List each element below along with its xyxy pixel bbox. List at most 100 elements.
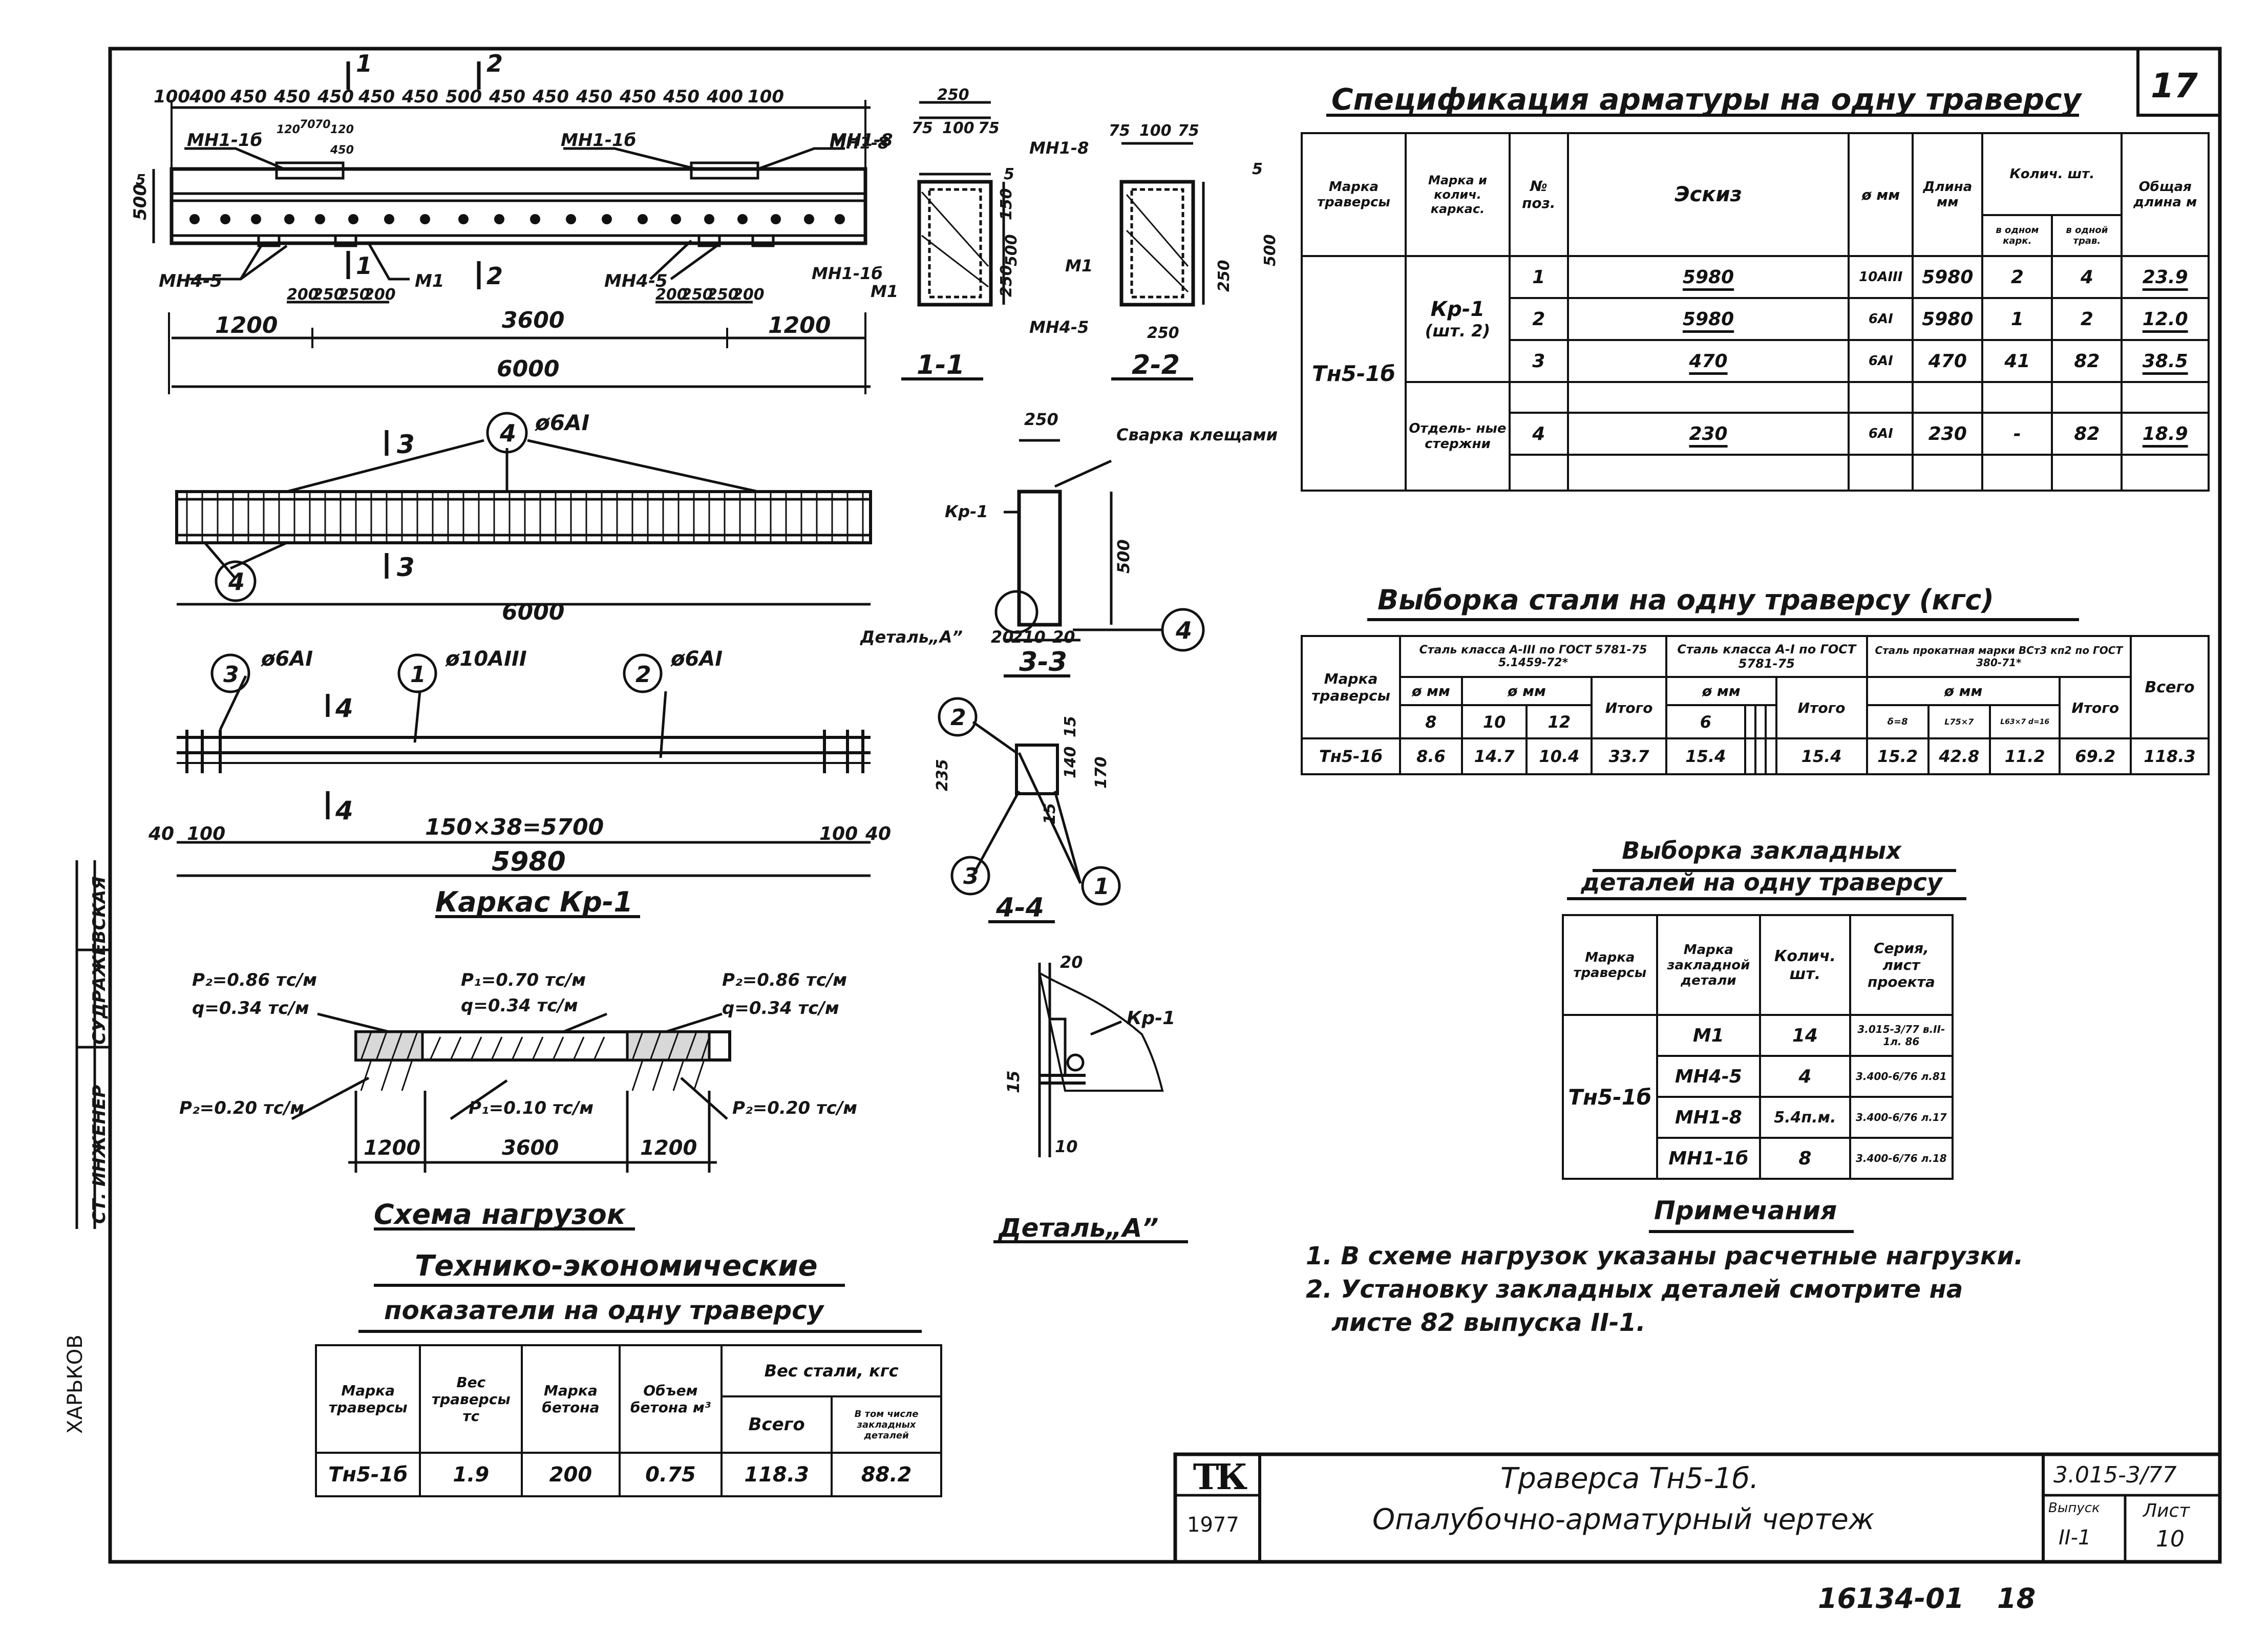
spec-header: Эскиз (1566, 132, 1850, 257)
spec-cell: 470 (1912, 339, 1984, 383)
dim-label: 5 (1252, 160, 1263, 178)
dim-label: 20 (1052, 627, 1075, 647)
dim-label: 20 (991, 627, 1014, 647)
bar-label: ø10АIII (445, 647, 527, 671)
dim-label: 1200 (215, 312, 278, 338)
embedded-cell: МН1-1б (1656, 1137, 1762, 1180)
spec-cell: 5980 (1912, 255, 1984, 299)
steel-header: Сталь прокатная марки ВСт3 кп2 по ГОСТ 3… (1866, 635, 2132, 678)
spec-cell: 1 (1981, 297, 2053, 341)
spec-cell: 82 (2051, 412, 2123, 456)
dim-label: 75 (912, 119, 933, 137)
steel-dia: 6 (1665, 704, 1746, 739)
embedded-cell: МН1-8 (1656, 1096, 1762, 1139)
load-title: Схема нагрузок (374, 1198, 626, 1231)
bar-marker: 3 (223, 662, 239, 688)
steel-header: Сталь класса А-I по ГОСТ 5781-75 (1665, 635, 1868, 678)
embedded-cell: 3.400-6/76 л.18 (1849, 1137, 1954, 1180)
spec-cell: 3 (1508, 339, 1569, 383)
embedded-header: Марка траверсы (1562, 914, 1658, 1016)
dim-label: 250 (998, 265, 1015, 297)
embedded-mark: Тн5-1б (1562, 1014, 1658, 1180)
spec-cell: 41 (1981, 339, 2053, 383)
steel-cell: 42.8 (1927, 737, 1991, 775)
spec-cell: 82 (2051, 339, 2123, 383)
steel-subheader: ø мм (1866, 676, 2061, 706)
dim-label: 210 (1011, 627, 1046, 647)
spec-mark: Тн5-1б (1301, 255, 1407, 492)
dim-label: 450 (489, 87, 525, 107)
spec-cell: 6АI (1848, 339, 1914, 383)
tech-title: Технико-экономические (415, 1249, 818, 1283)
notes-item: 1. В схеме нагрузок указаны расчетные на… (1306, 1242, 2024, 1270)
bar-label: ø6АI (535, 410, 589, 435)
embedded-cell: 5.4п.м. (1759, 1096, 1851, 1139)
dim-label: 3600 (502, 1136, 559, 1160)
callout-label: М1 (415, 271, 444, 291)
steel-header: Сталь класса А-III по ГОСТ 5781-75 5.145… (1398, 635, 1668, 678)
spec-cell: 1 (1508, 255, 1569, 299)
dim-label: 500 (130, 184, 151, 220)
embedded-cell: 14 (1759, 1014, 1851, 1057)
embedded-title: Выборка закладных деталей на одну травер… (1581, 837, 1942, 896)
dim-label: 400 (189, 87, 226, 107)
spec-cell: 4 (1508, 412, 1569, 456)
dim-label: 100 (942, 119, 974, 137)
dim-label: 100 (1139, 122, 1172, 140)
side-stamp-frame (75, 860, 112, 1229)
title-issue-label: Выпуск (2048, 1500, 2100, 1516)
callout-label: Деталь„А” (860, 627, 963, 647)
title-sheet: 10 (2156, 1526, 2185, 1552)
callout-label: МН1-1б (812, 264, 883, 283)
steel-cell: Тн5-1б (1301, 737, 1401, 775)
dim-label: 500 (1003, 234, 1021, 266)
dim-label: 450 (317, 87, 354, 107)
tech-header: Марка траверсы (314, 1344, 421, 1454)
dim-label: 100 (748, 87, 784, 107)
dim-label: 70 (315, 118, 331, 131)
dim-label: 15 (1062, 716, 1079, 737)
section-1-1-labels: МН1-8 МН1-1б М1 МН4-5 (812, 133, 1089, 337)
bar-label: ø6АI (670, 647, 723, 671)
tech-table: Марка траверсы Вес траверсы тс Марка бет… (314, 1344, 942, 1497)
load-hatch (360, 1031, 710, 1091)
detail-a (993, 963, 1188, 1243)
tech-cell: 88.2 (831, 1452, 942, 1497)
dim-label: 250 (1215, 260, 1233, 292)
embedded-cell: 8 (1759, 1137, 1851, 1180)
dim-label: 250 (338, 286, 370, 304)
dim-label: 15 (1004, 1070, 1023, 1093)
dim-label: 500 (1114, 539, 1133, 574)
section-mark-1: 1 (356, 50, 372, 77)
load-label: P₂=0.20 тс/м (732, 1098, 857, 1118)
section-mark-4: 4 (335, 693, 353, 723)
load-label: q=0.34 тс/м (461, 995, 578, 1016)
dim-label: 450 (358, 87, 395, 107)
spec-group: Кр-1 (1430, 298, 1485, 321)
spec-cell: 6АI (1848, 297, 1914, 341)
section-1-1-title: 1-1 (917, 350, 965, 380)
load-label: P₁=0.70 тс/м (461, 970, 586, 990)
sheet-frame (108, 47, 2222, 1564)
steel-header: Марка траверсы (1301, 635, 1401, 739)
dim-label: 40 (865, 823, 891, 844)
dim-label: 3600 (502, 307, 564, 333)
dim-label: 15 (1041, 803, 1059, 824)
section-2-2-labels: МН1-8 М1 (1029, 138, 1093, 275)
dim-label: 75 (1178, 122, 1199, 140)
elevation-callouts: МН1-1б МН1-1б МН1-8 МН4-5 М1 МН4-5 (159, 130, 893, 291)
steel-title: Выборка стали на одну траверсу (кгс) (1377, 584, 1994, 616)
spec-cell: 10АIII (1848, 255, 1914, 299)
spec-header: № поз. (1508, 132, 1569, 257)
steel-subheader: ø мм (1665, 676, 1777, 706)
tech-cell: 200 (521, 1452, 621, 1497)
embedded-header: Марка закладной детали (1656, 914, 1762, 1016)
dim-label: 250 (1024, 410, 1058, 429)
callout-label: Кр-1 (945, 502, 988, 521)
title-line-1: Траверса Тн5-1б. (1500, 1462, 1759, 1495)
tech-header: Марка бетона (521, 1344, 621, 1454)
spec-cell: 5980 (1912, 297, 1984, 341)
bar-marker: 2 (950, 705, 966, 731)
spec-sketch: 5980 (1566, 255, 1850, 299)
section-2-2-dims: 75 100 75 5 250 250 500 (1109, 122, 1279, 342)
